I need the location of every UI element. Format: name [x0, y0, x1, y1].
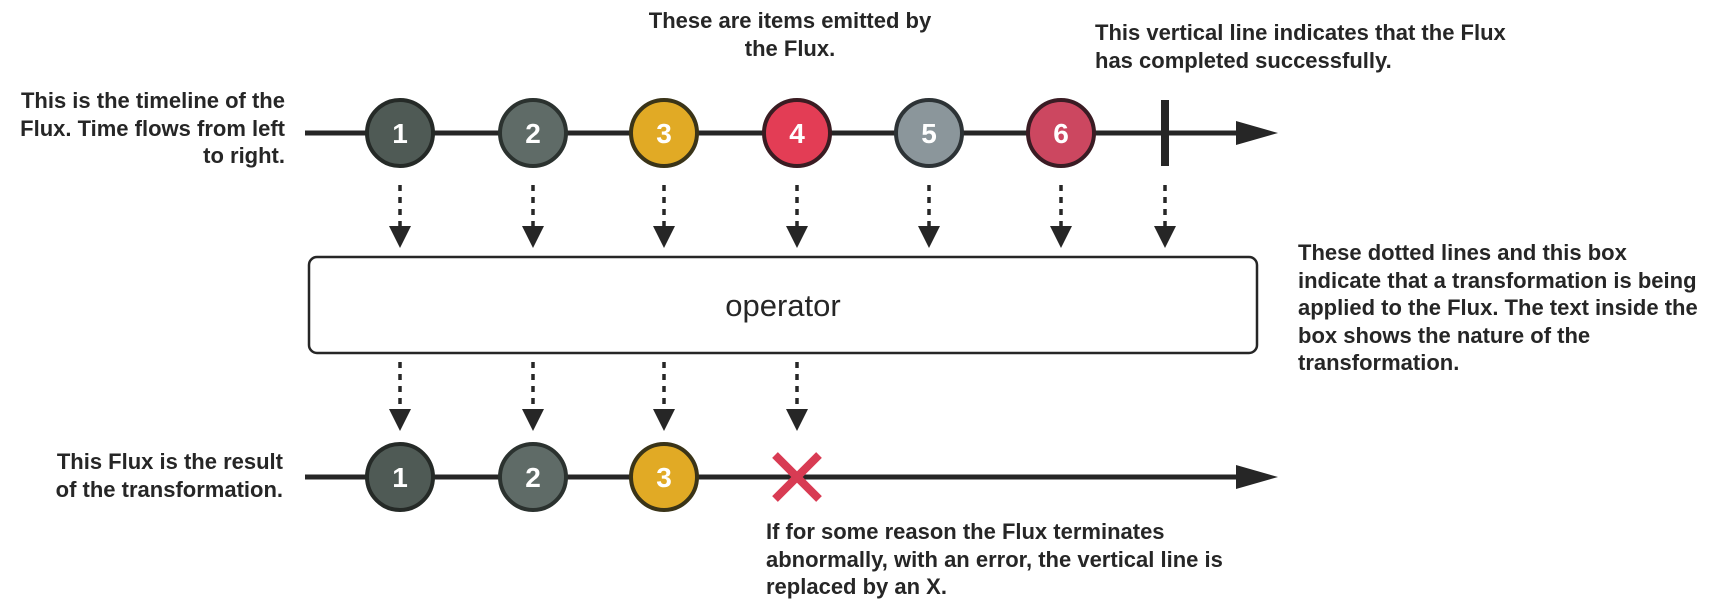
source-timeline-arrowhead	[1236, 121, 1278, 145]
operator-to-result-arrow-1-head	[389, 409, 411, 431]
operator-label: operator	[725, 288, 840, 323]
result-line-2: of the transformation.	[55, 476, 283, 502]
source-marble-label-6: 6	[1053, 118, 1069, 149]
operator-to-result-arrow-2-head	[522, 409, 544, 431]
source-to-operator-arrow-3-head	[653, 226, 675, 248]
source-marble-6	[1026, 98, 1096, 168]
source-to-operator-arrow-5-head	[918, 226, 940, 248]
completed-note: This vertical line indicates that the Fl…	[1095, 19, 1506, 74]
operator-to-result-arrow-3-head	[653, 409, 675, 431]
transformation-line-4: box shows the nature of the	[1298, 322, 1591, 348]
source-marble-label-5: 5	[921, 118, 937, 149]
error-note: If for some reason the Flux terminates a…	[766, 518, 1223, 601]
transformation-line-2: indicate that a transformation is being	[1298, 267, 1697, 293]
timeline-note: This is the timeline of the Flux. Time f…	[0, 87, 285, 170]
source-marble-2	[498, 98, 568, 168]
transformation-line-1: These dotted lines and this box	[1298, 240, 1627, 265]
source-marble-3	[629, 98, 699, 168]
source-marble-label-2: 2	[525, 118, 541, 149]
transformation-note: These dotted lines and this box indicate…	[1298, 239, 1698, 377]
result-marble-3	[629, 442, 699, 512]
error-line-3: replaced by an X.	[766, 574, 947, 599]
result-note: This Flux is the result of the transform…	[0, 448, 283, 503]
transformation-line-3: applied to the Flux. The text inside the	[1298, 295, 1698, 320]
timeline-line-1: This is the timeline of the	[20, 88, 285, 113]
source-marble-label-3: 3	[656, 118, 672, 149]
result-marble-2	[498, 442, 568, 512]
timeline-line-2: Flux. Time flows from left	[20, 115, 285, 141]
result-marble-label-2: 2	[525, 462, 541, 493]
source-to-operator-arrow-4-head	[786, 226, 808, 248]
source-to-operator-arrow-7-head	[1154, 226, 1176, 248]
result-line-1: This Flux is the result	[56, 449, 283, 474]
source-to-operator-arrow-1-head	[389, 226, 411, 248]
source-marble-label-1: 1	[392, 118, 408, 149]
items-emitted-line-1: These are items emitted by	[648, 8, 932, 33]
source-marble-1	[365, 98, 435, 168]
result-marble-1	[365, 442, 435, 512]
transformation-line-5: transformation.	[1298, 350, 1460, 375]
timeline-line-3: to right.	[203, 143, 285, 168]
source-marble-5	[894, 98, 964, 168]
result-marble-label-1: 1	[392, 462, 408, 493]
result-marble-label-3: 3	[656, 462, 672, 493]
operator-box	[307, 255, 1259, 355]
error-line-2: abnormally, with an error, the vertical …	[766, 546, 1223, 572]
items-emitted-note: These are items emitted by the Flux.	[600, 7, 980, 62]
source-marble-4	[762, 98, 832, 168]
items-emitted-line-2: the Flux.	[744, 35, 836, 61]
error-line-1: If for some reason the Flux terminates	[766, 519, 1165, 544]
completed-line-1: This vertical line indicates that the Fl…	[1095, 20, 1506, 45]
completed-line-2: has completed successfully.	[1095, 47, 1392, 73]
source-marble-label-4: 4	[789, 118, 805, 149]
source-to-operator-arrow-2-head	[522, 226, 544, 248]
operator-to-result-arrow-4-head	[786, 409, 808, 431]
error-x-stroke-2	[772, 452, 822, 502]
source-to-operator-arrow-6-head	[1050, 226, 1072, 248]
result-timeline-arrowhead	[1236, 465, 1278, 489]
